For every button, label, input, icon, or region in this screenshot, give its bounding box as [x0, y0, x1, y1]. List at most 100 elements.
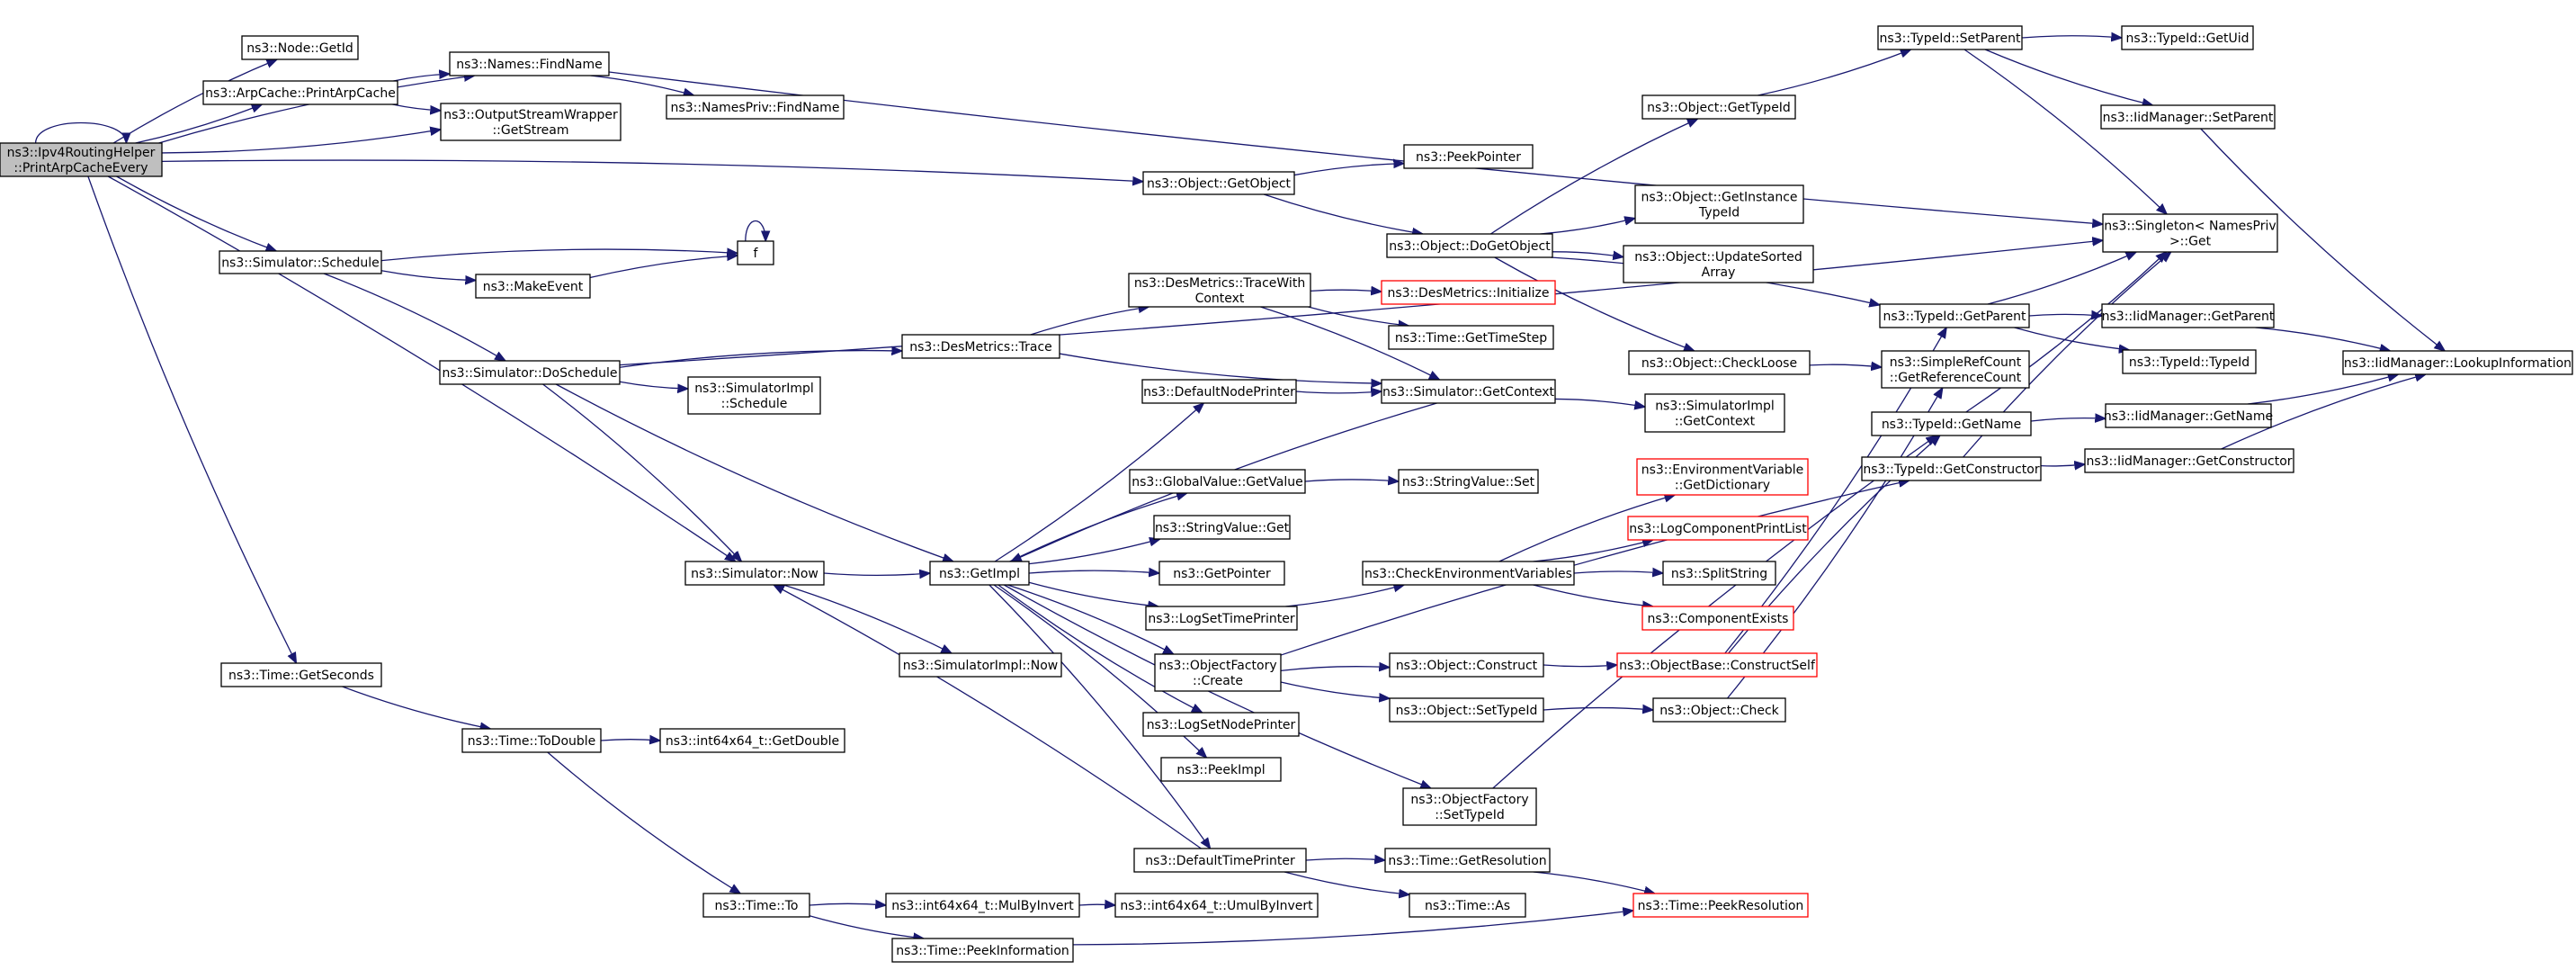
node-label: ns3::IidManager::LookupInformation	[2344, 356, 2572, 371]
node-label: ns3::IidManager::GetParent	[2102, 310, 2275, 324]
node-label: ns3::IidManager::SetParent	[2103, 111, 2274, 125]
node-typeidgetctor[interactable]: ns3::TypeId::GetConstructor	[1861, 456, 2042, 481]
node-label: ns3::Time::GetResolution	[1388, 854, 1546, 868]
node-objcheck[interactable]: ns3::Object::Check	[1652, 697, 1786, 723]
edge-typeidgetparent-to-typeidtypeid	[2014, 327, 2130, 350]
edge-typeidgetparent-to-singletonget	[1987, 252, 2136, 305]
node-timeto[interactable]: ns3::Time::To	[702, 893, 810, 918]
node-timegetres[interactable]: ns3::Time::GetResolution	[1384, 848, 1551, 873]
edge-desmtrace-to-simgetctx	[1059, 353, 1382, 383]
node-iidgetname[interactable]: ns3::IidManager::GetName	[2104, 403, 2273, 428]
node-typeidgetname[interactable]: ns3::TypeId::GetName	[1871, 411, 2032, 436]
node-objcheckloose[interactable]: ns3::Object::CheckLoose	[1628, 350, 1811, 375]
node-objgettypeid[interactable]: ns3::Object::GetTypeId	[1641, 94, 1796, 120]
node-simimplnow[interactable]: ns3::SimulatorImpl::Now	[899, 652, 1062, 678]
node-objfsettypeid[interactable]: ns3::ObjectFactory::SetTypeId	[1402, 787, 1537, 826]
node-stringvalget[interactable]: ns3::StringValue::Get	[1153, 515, 1291, 540]
node-timepeekres[interactable]: ns3::Time::PeekResolution	[1632, 893, 1809, 918]
edge-getimpl-to-deftimeprinter	[988, 584, 1211, 849]
node-desmtrace[interactable]: ns3::DesMetrics::Trace	[901, 334, 1060, 359]
edge-simdoschedule-to-desmtrace	[619, 351, 902, 368]
node-box	[1141, 379, 1297, 404]
node-label: ::GetReferenceCount	[1890, 371, 2022, 385]
node-nodegetid[interactable]: ns3::Node::GetId	[241, 35, 359, 60]
node-simimplsched[interactable]: ns3::SimulatorImpl::Schedule	[687, 376, 821, 415]
node-objdogetobject[interactable]: ns3::Object::DoGetObject	[1386, 233, 1553, 258]
node-peekimpl[interactable]: ns3::PeekImpl	[1160, 757, 1282, 782]
node-makeevent[interactable]: ns3::MakeEvent	[475, 274, 591, 299]
edge-simdoschedule-to-simimplsched	[619, 381, 688, 389]
node-simschedule[interactable]: ns3::Simulator::Schedule	[219, 250, 382, 274]
node-namesfind[interactable]: ns3::Names::FindName	[449, 51, 610, 76]
node-iidsetparent[interactable]: ns3::IidManager::SetParent	[2100, 104, 2276, 130]
node-simdoschedule[interactable]: ns3::Simulator::DoSchedule	[439, 360, 621, 385]
node-typeidgetuid[interactable]: ns3::TypeId::GetUid	[2121, 25, 2254, 50]
node-objbaseconstruct[interactable]: ns3::ObjectBase::ConstructSelf	[1616, 652, 1818, 678]
node-envvardict[interactable]: ns3::EnvironmentVariable::GetDictionary	[1636, 458, 1809, 496]
edge-layer	[34, 36, 2446, 946]
node-defnodeprinter[interactable]: ns3::DefaultNodePrinter	[1141, 379, 1297, 404]
node-box	[1388, 325, 1554, 350]
node-namesprivfind[interactable]: ns3::NamesPriv::FindName	[666, 94, 845, 120]
node-peekptr[interactable]: ns3::PeekPointer	[1403, 144, 1534, 169]
node-timegetstep[interactable]: ns3::Time::GetTimeStep	[1388, 325, 1554, 350]
node-typeidgetparent[interactable]: ns3::TypeId::GetParent	[1879, 303, 2030, 328]
node-box	[1652, 697, 1786, 723]
node-singletonget[interactable]: ns3::Singleton< NamesPriv >::Get	[2102, 213, 2278, 253]
node-simnow[interactable]: ns3::Simulator::Now	[684, 561, 825, 586]
node-box	[461, 728, 602, 753]
node-typeidtypeid[interactable]: ns3::TypeId::TypeId	[2122, 349, 2257, 374]
node-splitstring[interactable]: ns3::SplitString	[1662, 561, 1776, 586]
node-typeidsetparent[interactable]: ns3::TypeId::SetParent	[1877, 25, 2023, 50]
node-desminit[interactable]: ns3::DesMetrics::Initialize	[1381, 280, 1556, 305]
node-box	[1158, 561, 1285, 586]
node-logcompprint[interactable]: ns3::LogComponentPrintList	[1627, 516, 1809, 541]
node-box	[1386, 233, 1553, 258]
node-timetodouble[interactable]: ns3::Time::ToDouble	[461, 728, 602, 753]
edge-root-to-timegetsec	[87, 175, 297, 663]
node-timepeekinfo[interactable]: ns3::Time::PeekInformation	[891, 938, 1074, 963]
node-iidgetparent[interactable]: ns3::IidManager::GetParent	[2101, 303, 2275, 328]
node-box	[737, 240, 774, 265]
edge-getimpl-to-objfcreate	[1006, 584, 1174, 654]
node-deftimeprinter[interactable]: ns3::DefaultTimePrinter	[1133, 848, 1307, 873]
node-int64getdouble[interactable]: ns3::int64x64_t::GetDouble	[659, 728, 845, 753]
node-objfcreate[interactable]: ns3::ObjectFactory::Create	[1154, 653, 1282, 692]
node-getimpl[interactable]: ns3::GetImpl	[929, 561, 1030, 586]
node-lognodeprinter[interactable]: ns3::LogSetNodePrinter	[1142, 712, 1300, 737]
node-label: ns3::GetImpl	[939, 567, 1020, 581]
node-label: ns3::Object::DoGetObject	[1389, 239, 1551, 254]
node-int64umulinv[interactable]: ns3::int64x64_t::UmulByInvert	[1114, 893, 1319, 918]
node-box	[1114, 893, 1319, 918]
node-int64mulinv[interactable]: ns3::int64x64_t::MulByInvert	[885, 893, 1080, 918]
node-f[interactable]: f	[737, 240, 774, 265]
node-globalvalget[interactable]: ns3::GlobalValue::GetValue	[1129, 469, 1306, 494]
node-objconstruct[interactable]: ns3::Object::Construct	[1389, 652, 1544, 678]
node-layer: ns3::Ipv4RoutingHelper::PrintArpCacheEve…	[0, 25, 2573, 963]
node-logsettime[interactable]: ns3::LogSetTimePrinter	[1145, 606, 1298, 631]
node-simplerefcount[interactable]: ns3::SimpleRefCount::GetReferenceCount	[1881, 350, 2030, 389]
node-getpointer[interactable]: ns3::GetPointer	[1158, 561, 1285, 586]
node-iidgetctor[interactable]: ns3::IidManager::GetConstructor	[2084, 448, 2294, 473]
node-iidlookup[interactable]: ns3::IidManager::LookupInformation	[2342, 350, 2573, 375]
node-simimplgetctx[interactable]: ns3::SimulatorImpl::GetContext	[1644, 393, 1785, 433]
node-compexists[interactable]: ns3::ComponentExists	[1641, 606, 1794, 631]
node-simgetctx[interactable]: ns3::Simulator::GetContext	[1381, 379, 1556, 404]
edge-root-to-arpprint	[135, 104, 263, 144]
node-root[interactable]: ns3::Ipv4RoutingHelper::PrintArpCacheEve…	[0, 142, 163, 177]
node-osw[interactable]: ns3::OutputStreamWrapper::GetStream	[440, 103, 622, 141]
node-timeas[interactable]: ns3::Time::As	[1409, 893, 1526, 918]
node-checkenv[interactable]: ns3::CheckEnvironmentVariables	[1362, 561, 1575, 586]
node-arpprint[interactable]: ns3::ArpCache::PrintArpCache	[202, 80, 398, 105]
node-label: ns3::Time::As	[1425, 899, 1510, 913]
node-box	[1145, 606, 1298, 631]
node-objsettypeid[interactable]: ns3::Object::SetTypeId	[1389, 697, 1544, 723]
node-box	[666, 94, 845, 120]
node-label: ns3::PeekPointer	[1416, 150, 1521, 165]
node-stringvalset[interactable]: ns3::StringValue::Set	[1398, 469, 1539, 494]
node-objgetobject[interactable]: ns3::Object::GetObject	[1142, 171, 1295, 195]
node-timegetsec[interactable]: ns3::Time::GetSeconds	[220, 662, 382, 687]
